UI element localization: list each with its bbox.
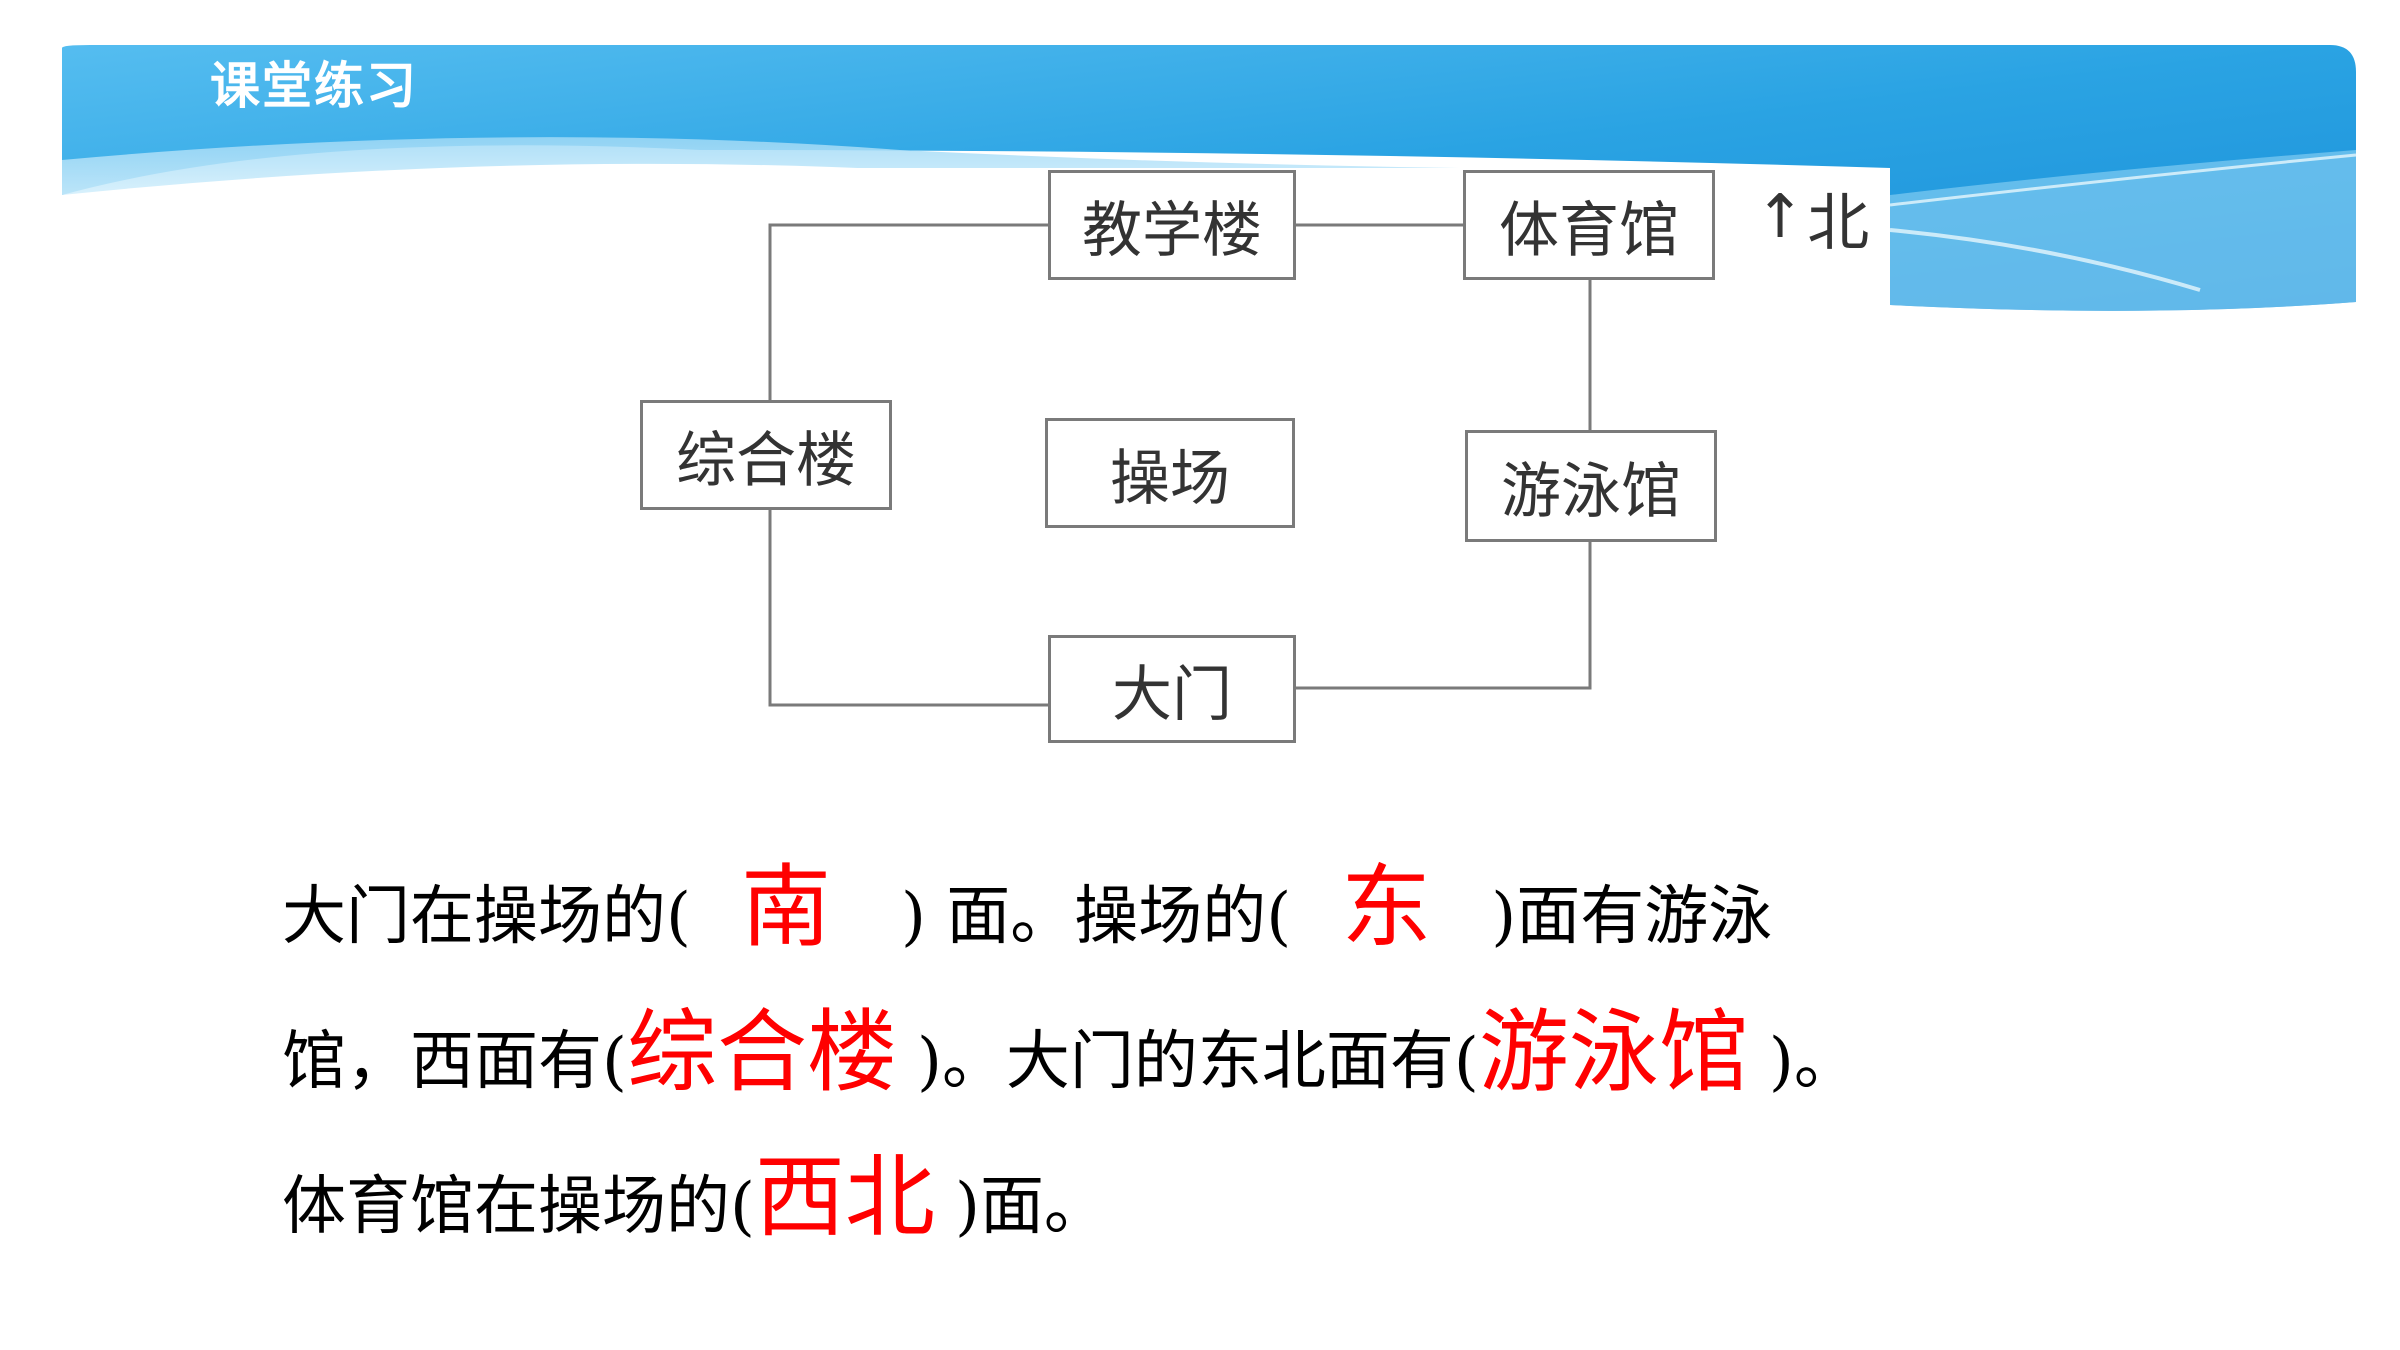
building-gym: 体育馆 — [1463, 170, 1715, 280]
campus-diagram — [768, 223, 1592, 707]
page-title: 课堂练习 — [210, 57, 418, 115]
question-line-3: 体育馆在操场的(西北 )面。 — [282, 1125, 1108, 1280]
path-pool-gate — [1295, 540, 1592, 690]
question-text-segment: 体育馆在操场的( — [282, 1170, 755, 1244]
banner-wave-right — [1890, 150, 2356, 311]
path-complex-gate — [768, 508, 1050, 707]
path-teaching-complex — [768, 223, 1050, 410]
answer-3: 综合楼 — [626, 1000, 897, 1105]
building-complex: 综合楼 — [640, 400, 892, 510]
banner-shape — [62, 45, 2356, 311]
answer-2: 东 — [1341, 855, 1432, 960]
question-text-segment: )。 — [1768, 1025, 1858, 1099]
north-indicator: ↑ 北 — [1755, 172, 1869, 262]
question-text-segment: )面。 — [954, 1170, 1108, 1244]
building-playground: 操场 — [1045, 418, 1295, 528]
building-teaching: 教学楼 — [1048, 170, 1296, 280]
question-text-segment: )。大门的东北面有( — [916, 1025, 1479, 1099]
question-text-segment: 馆，西面有( — [282, 1025, 627, 1099]
building-pool: 游泳馆 — [1465, 430, 1717, 542]
question-text-segment: 大门在操场的( — [282, 880, 691, 954]
answer-1: 南 — [740, 855, 831, 960]
building-gate: 大门 — [1048, 635, 1296, 743]
answer-5: 西北 — [754, 1145, 935, 1250]
question-text-segment: )面有游泳 — [1491, 880, 1773, 954]
question-line-2: 馆，西面有(综合楼 )。大门的东北面有(游泳馆 )。 — [282, 980, 1858, 1135]
question-text-segment: ) 面。操场的( — [900, 880, 1292, 954]
north-arrow-icon: ↑ — [1755, 182, 1806, 252]
north-label: 北 — [1807, 186, 1870, 259]
question-line-1: 大门在操场的( 南 ) 面。操场的( 东 )面有游泳 — [282, 835, 1772, 990]
answer-4: 游泳馆 — [1478, 1000, 1749, 1105]
